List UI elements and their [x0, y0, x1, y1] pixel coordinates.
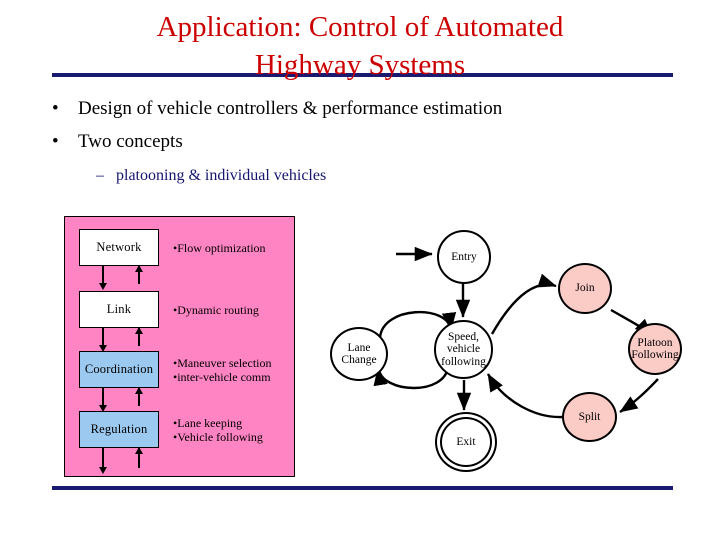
state-node-join[interactable]: Join — [558, 263, 612, 314]
note-line: •Vehicle following — [173, 430, 263, 444]
connector-up-in-regulation — [138, 448, 140, 468]
connector-down-network-link — [102, 266, 104, 284]
state-node-lane-change[interactable]: Lane Change — [330, 327, 388, 381]
arrowhead-down-link-coordination — [99, 345, 107, 352]
state-label: Split — [578, 410, 601, 423]
connector-down-regulation-out — [102, 448, 104, 468]
layer-note-network: •Flow optimization — [173, 241, 293, 255]
connector-up-link-network — [138, 266, 140, 284]
bullet-item-1: • Design of vehicle controllers & perform… — [52, 98, 502, 120]
arrowhead-down-regulation-out — [99, 467, 107, 474]
state-node-speed-vehicle-following[interactable]: Speed, vehicle following — [434, 320, 493, 379]
layered-architecture-panel: Network Link Coordination Regulation •Fl… — [64, 216, 295, 477]
page-title: Application: Control of Automated Highwa… — [156, 11, 564, 81]
sub-bullet-text: platooning & individual vehicles — [116, 167, 327, 184]
edge-speed-lane — [373, 365, 450, 390]
state-node-exit-inner-ring: Exit — [440, 417, 492, 467]
connector-up-coordination-link — [138, 328, 140, 346]
layer-note-link: •Dynamic routing — [173, 303, 293, 317]
arrowhead-up-regulation-coordination — [135, 387, 143, 394]
title-divider-rule — [52, 73, 673, 77]
arrowhead-up-link-network — [135, 265, 143, 272]
note-line: •Dynamic routing — [173, 303, 259, 317]
bullet-item-2: • Two concepts — [52, 131, 183, 153]
state-label: Entry — [451, 250, 477, 263]
state-label: Speed, vehicle following — [441, 330, 486, 368]
edge-speed-join — [490, 273, 557, 335]
bullet-marker: • — [52, 131, 59, 152]
state-node-entry[interactable]: Entry — [437, 230, 491, 284]
layer-label: Regulation — [90, 422, 148, 436]
layer-box-coordination[interactable]: Coordination — [79, 351, 159, 388]
edge-platoon-split — [619, 378, 659, 413]
layer-box-link[interactable]: Link — [79, 291, 159, 328]
connector-up-regulation-coordination — [138, 388, 140, 406]
state-node-split[interactable]: Split — [562, 392, 617, 442]
layer-note-regulation: •Lane keeping •Vehicle following — [173, 416, 301, 444]
state-label: Exit — [456, 436, 476, 448]
sub-bullet-marker: – — [96, 167, 104, 184]
note-line: •inter-vehicle comm — [173, 370, 271, 384]
bottom-divider-rule — [52, 486, 673, 490]
note-line: •Maneuver selection — [173, 356, 272, 370]
layer-box-network[interactable]: Network — [79, 229, 159, 266]
layer-note-coordination: •Maneuver selection •inter-vehicle comm — [173, 356, 301, 384]
note-line: •Flow optimization — [173, 241, 266, 255]
state-label: Platoon Following — [631, 336, 679, 362]
sub-bullet-item-1: –platooning & individual vehicles — [96, 166, 326, 185]
connector-down-coordination-regulation — [102, 388, 104, 406]
state-node-platoon-following[interactable]: Platoon Following — [628, 323, 682, 375]
state-label: Join — [575, 282, 595, 295]
layer-label: Link — [106, 302, 132, 316]
arrowhead-down-coordination-regulation — [99, 405, 107, 412]
bullet-text: Design of vehicle controllers & performa… — [78, 98, 503, 119]
note-line: •Lane keeping — [173, 416, 243, 430]
bullet-text: Two concepts — [78, 131, 183, 152]
arrowhead-up-in-regulation — [135, 447, 143, 454]
bullet-marker: • — [52, 98, 59, 119]
state-transition-edges — [373, 246, 659, 419]
layer-box-regulation[interactable]: Regulation — [79, 411, 159, 448]
maneuver-state-diagram: Entry Speed, vehicle following Lane Chan… — [320, 218, 712, 480]
connector-down-link-coordination — [102, 328, 104, 346]
layer-label: Network — [96, 240, 142, 254]
edge-split-speed — [486, 373, 563, 419]
edge-lane-speed — [378, 311, 457, 339]
state-label: Lane Change — [341, 341, 377, 367]
arrowhead-down-network-link — [99, 283, 107, 290]
layer-label: Coordination — [84, 362, 154, 376]
arrowhead-up-coordination-link — [135, 327, 143, 334]
